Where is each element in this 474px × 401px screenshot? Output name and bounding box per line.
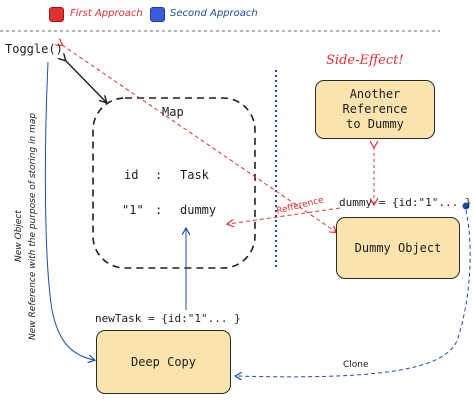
- map-row-separator: :: [155, 203, 163, 217]
- first-approach-swatch: [49, 7, 64, 22]
- map-key-header: id: [124, 168, 139, 182]
- toggle-dummy-arrow: [62, 45, 336, 232]
- another-reference-box: Another Reference to Dummy: [315, 80, 435, 139]
- map-row-key: "1": [122, 203, 144, 217]
- map-title: Map: [162, 105, 184, 119]
- new-reference-label: New Reference with the purpose of storin…: [28, 112, 38, 340]
- clone-label: Clone: [343, 360, 369, 370]
- side-effect-label: Side-Effect!: [326, 53, 404, 68]
- dummy-definition: dummy = {id:"1"... }: [339, 196, 472, 209]
- new-object-label: New Object: [14, 210, 24, 262]
- second-approach-swatch: [150, 7, 165, 22]
- dummy-object-box: Dummy Object: [336, 217, 460, 279]
- another-reference-line1: Another Reference: [342, 87, 408, 116]
- new-object-arrow: [44, 61, 94, 360]
- map-value-header: Task: [180, 168, 209, 182]
- new-task-definition: newTask = {id:"1"... }: [95, 312, 241, 325]
- dummy-object-label: Dummy Object: [354, 240, 442, 255]
- map-container: [92, 97, 256, 269]
- second-approach-label: Second Approach: [170, 8, 258, 19]
- map-row-value: dummy: [180, 203, 217, 217]
- map-separator: :: [155, 168, 163, 182]
- toggle-function: Toggle(): [5, 42, 63, 56]
- clone-arrow: [236, 209, 471, 377]
- deep-copy-box: Deep Copy: [96, 330, 231, 394]
- first-approach-label: First Approach: [70, 8, 143, 19]
- deep-copy-label: Deep Copy: [130, 354, 197, 369]
- another-reference-line2: to Dummy: [346, 117, 404, 131]
- refference-arrow: [228, 207, 341, 224]
- toggle-map-arrow: [65, 60, 106, 102]
- clone-arrow-start: [462, 202, 470, 210]
